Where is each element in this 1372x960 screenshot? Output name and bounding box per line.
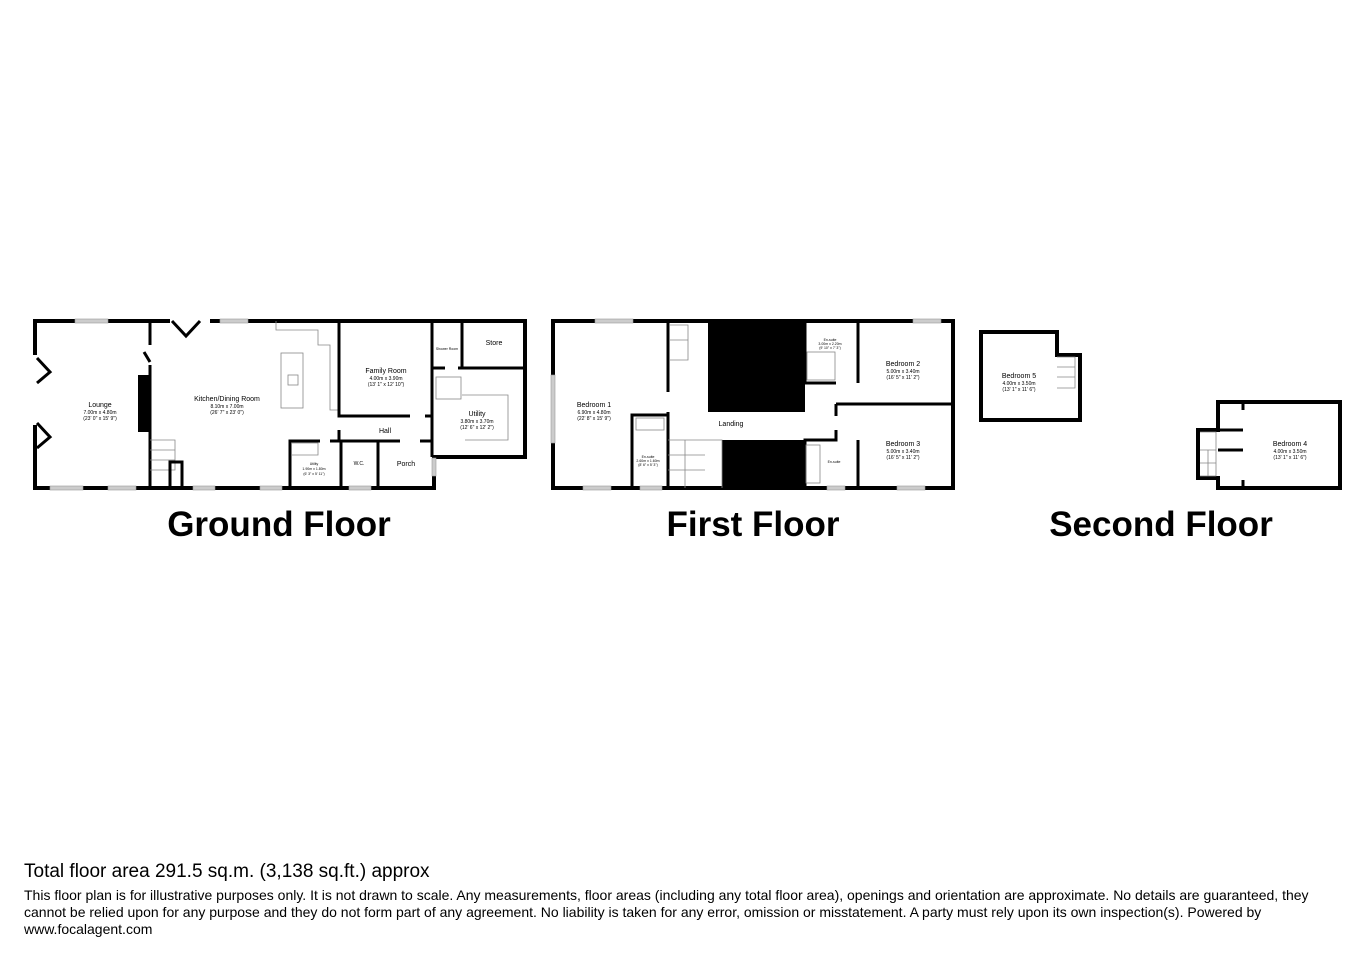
svg-text:7.00m x 4.80m: 7.00m x 4.80m	[83, 410, 116, 416]
room-label: Porch	[397, 461, 415, 468]
fireplace	[138, 375, 150, 432]
svg-text:2.60m x 1.60m: 2.60m x 1.60m	[636, 459, 659, 463]
window	[431, 457, 437, 477]
room-label: En-suite	[642, 455, 655, 459]
svg-text:(26' 7" x 23' 0"): (26' 7" x 23' 0")	[210, 410, 244, 416]
svg-text:(13' 1" x 11' 6"): (13' 1" x 11' 6")	[1273, 455, 1306, 461]
second-floor-title: Second Floor	[1049, 505, 1273, 544]
room-label: Bedroom 1	[577, 402, 611, 409]
window	[74, 318, 109, 324]
window	[348, 485, 372, 491]
window	[259, 485, 283, 491]
svg-text:5.00m x 3.40m: 5.00m x 3.40m	[886, 369, 919, 375]
void-area	[708, 321, 805, 412]
svg-text:(9' 10" x 7' 3"): (9' 10" x 7' 3")	[819, 346, 841, 350]
room-label: Shower Room	[436, 347, 458, 351]
window	[49, 485, 84, 491]
room-label: W.C.	[354, 461, 365, 467]
ground-floor-plan: Lounge 7.00m x 4.80m (23' 0" x 15' 9") K…	[33, 318, 527, 491]
svg-text:(16' 5" x 11' 2"): (16' 5" x 11' 2")	[886, 455, 919, 461]
svg-text:(6' 3" x 5' 11"): (6' 3" x 5' 11")	[303, 472, 324, 476]
svg-text:(23' 0" x 15' 9"): (23' 0" x 15' 9")	[83, 416, 117, 422]
room-label: Utility	[468, 411, 486, 418]
window	[639, 485, 663, 491]
svg-text:3.00m x 2.20m: 3.00m x 2.20m	[818, 342, 841, 346]
room-label: Bedroom 4	[1273, 441, 1307, 448]
window	[550, 374, 556, 444]
first-floor-plan: Bedroom 1 6.90m x 4.80m (22' 8" x 15' 9"…	[550, 318, 955, 491]
room-label: Bedroom 2	[886, 361, 920, 368]
svg-text:(12' 6" x 12' 2"): (12' 6" x 12' 2")	[460, 425, 494, 431]
svg-text:(16' 5" x 11' 2"): (16' 5" x 11' 2")	[886, 375, 919, 381]
room-label: Bedroom 3	[886, 441, 920, 448]
window	[896, 485, 926, 491]
ground-outer-wall	[33, 319, 527, 490]
window	[107, 485, 137, 491]
window	[912, 318, 942, 324]
window	[192, 485, 216, 491]
svg-text:(13' 1" x 11' 6"): (13' 1" x 11' 6")	[1002, 387, 1035, 393]
window	[582, 485, 612, 491]
svg-text:8.10m x 7.00m: 8.10m x 7.00m	[210, 404, 243, 410]
room-label: Hall	[379, 428, 392, 435]
svg-text:4.00m x 3.50m: 4.00m x 3.50m	[1002, 381, 1035, 387]
room-label: Kitchen/Dining Room	[194, 396, 260, 403]
room-label: Landing	[719, 421, 744, 428]
svg-text:6.90m x 4.80m: 6.90m x 4.80m	[577, 410, 610, 416]
bedroom-4-wall	[1196, 400, 1342, 490]
ground-floor-title: Ground Floor	[167, 505, 391, 544]
second-floor-plan: Bedroom 5 4.00m x 3.50m (13' 1" x 11' 6"…	[979, 330, 1342, 490]
svg-text:(13' 1" x 12' 10"): (13' 1" x 12' 10")	[368, 382, 405, 388]
svg-text:4.00m x 3.90m: 4.00m x 3.90m	[369, 376, 402, 382]
window	[826, 485, 846, 491]
room-label: Lounge	[88, 402, 111, 409]
void-area	[722, 440, 805, 488]
first-floor-title: First Floor	[666, 505, 840, 544]
svg-text:4.00m x 3.50m: 4.00m x 3.50m	[1273, 449, 1306, 455]
svg-text:1.90m x 1.80m: 1.90m x 1.80m	[302, 467, 325, 471]
french-doors	[33, 355, 38, 425]
disclaimer: This floor plan is for illustrative purp…	[24, 887, 1309, 937]
room-label: En-suite	[824, 338, 837, 342]
window	[594, 318, 634, 324]
room-label: Bedroom 5	[1002, 373, 1036, 380]
svg-text:5.00m x 3.40m: 5.00m x 3.40m	[886, 449, 919, 455]
room-label: Utility	[310, 462, 319, 466]
room-label: Family Room	[365, 368, 406, 375]
svg-text:3.80m x 3.70m: 3.80m x 3.70m	[460, 419, 493, 425]
svg-text:(22' 8" x 15' 9"): (22' 8" x 15' 9")	[577, 416, 611, 422]
svg-text:(8' 6" x 5' 3"): (8' 6" x 5' 3")	[638, 463, 658, 467]
room-label: En-suite	[828, 460, 841, 464]
room-label: Store	[486, 340, 503, 347]
total-floor-area: Total floor area 291.5 sq.m. (3,138 sq.f…	[24, 861, 430, 882]
window	[219, 318, 249, 324]
bedroom-5-wall	[979, 330, 1082, 422]
